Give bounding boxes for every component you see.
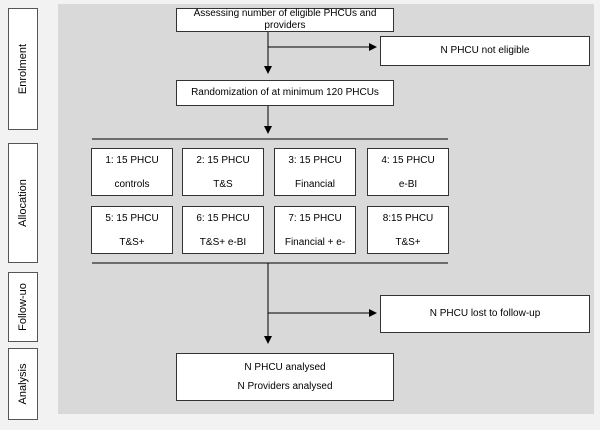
randomization-text: Randomization of at minimum 120 PHCUs	[191, 87, 379, 98]
not-eligible-text: N PHCU not eligible	[440, 45, 530, 56]
arm-box: 5: 15 PHCU T&S+	[91, 206, 173, 254]
assessing-box: Assessing number of eligible PHCUs and p…	[176, 8, 394, 32]
arm-bottom-label: controls	[114, 179, 150, 190]
arm-bottom-label: e-BI	[398, 179, 418, 190]
arm-top-label: 1: 15 PHCU	[105, 155, 159, 166]
arm-box: 1: 15 PHCU controls	[91, 148, 173, 196]
arm-box: 3: 15 PHCU Financial	[274, 148, 356, 196]
arm-bottom-label: T&S	[213, 179, 233, 190]
arm-top-label: 7: 15 PHCU	[288, 213, 342, 224]
arm-box: 7: 15 PHCU Financial + e-	[274, 206, 356, 254]
arm-box: 6: 15 PHCU T&S+ e-BI	[182, 206, 264, 254]
arm-box: 8:15 PHCU T&S+	[367, 206, 449, 254]
stage-enrolment: Enrolment	[8, 8, 38, 130]
stage-followup: Follow-uo	[8, 272, 38, 342]
arm-top-label: 5: 15 PHCU	[105, 213, 159, 224]
arm-bottom-label: Financial	[294, 179, 336, 190]
arm-top-label: 3: 15 PHCU	[288, 155, 342, 166]
arm-bottom-label: Financial + e-	[284, 237, 346, 248]
arm-bottom-label: T&S+	[119, 237, 145, 248]
arm-bottom-label: T&S+	[395, 237, 421, 248]
arm-box: 2: 15 PHCU T&S	[182, 148, 264, 196]
analysed-box: N PHCU analysed N Providers analysed	[176, 353, 394, 401]
arm-bottom-label: T&S+ e-BI	[199, 237, 247, 248]
not-eligible-box: N PHCU not eligible	[380, 36, 590, 66]
assessing-text: Assessing number of eligible PHCUs and p…	[193, 8, 377, 31]
arm-box: 4: 15 PHCU e-BI	[367, 148, 449, 196]
lost-followup-text: N PHCU lost to follow-up	[429, 308, 541, 319]
stage-analysis: Analysis	[8, 348, 38, 420]
lost-followup-box: N PHCU lost to follow-up	[380, 295, 590, 333]
stage-allocation: Allocation	[8, 143, 38, 263]
arm-top-label: 6: 15 PHCU	[196, 213, 250, 224]
analysed-phcu-text: N PHCU analysed	[244, 362, 326, 373]
arm-top-label: 4: 15 PHCU	[381, 155, 435, 166]
analysed-providers-text: N Providers analysed	[237, 381, 333, 392]
randomization-box: Randomization of at minimum 120 PHCUs	[176, 80, 394, 106]
arm-top-label: 2: 15 PHCU	[196, 155, 250, 166]
arm-top-label: 8:15 PHCU	[382, 213, 434, 224]
